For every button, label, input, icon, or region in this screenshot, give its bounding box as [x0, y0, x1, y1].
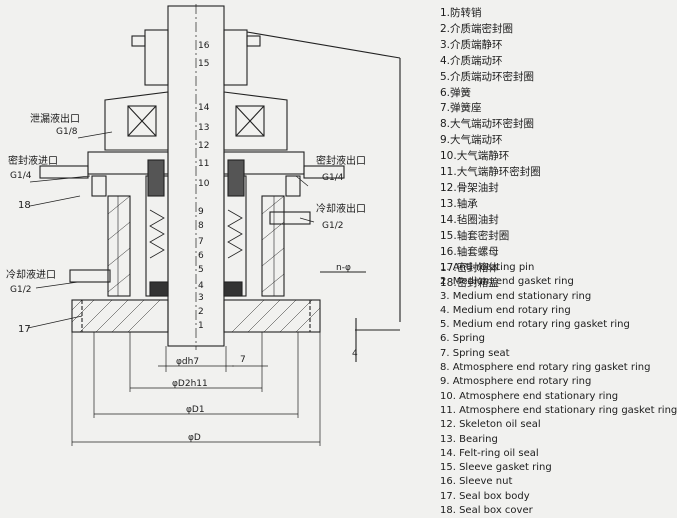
shaft-part-number: 14 [198, 103, 210, 113]
legend-en-item: 14. Felt-ring oil seal [440, 447, 539, 459]
seal-outlet-port [303, 165, 345, 179]
legend-en-item: 7. Spring seat [440, 347, 510, 359]
seal-box-cover [87, 151, 169, 175]
legend-cn-item: 18.密封箱盖 [440, 277, 499, 290]
dim-4: 4 [352, 349, 358, 359]
cool-outlet-label: 冷却液出口 [316, 202, 366, 215]
legend-en-item: 10. Atmosphere end stationary ring [440, 390, 619, 402]
dim-n-phi: n-φ [336, 263, 351, 273]
leak-outlet-label: 泄漏液出口 [30, 112, 80, 125]
cool-inlet-size: G1/2 [10, 285, 31, 295]
ref-17: 17 [18, 324, 31, 335]
legend-cn-item: 7.弹簧座 [440, 102, 482, 115]
shaft-part-number: 1 [198, 321, 204, 331]
leak-outlet-size: G1/8 [56, 127, 78, 137]
legend-cn-item: 8.大气端动环密封圈 [440, 118, 535, 131]
bottom-flange [71, 299, 169, 333]
legend-cn-item: 16.轴套螺母 [440, 245, 499, 258]
legend-cn-item: 11.大气端静环密封圈 [440, 166, 541, 179]
seal-inlet-port [39, 165, 89, 179]
shaft-part-number: 5 [198, 265, 204, 275]
legend-cn-item: 10.大气端静环 [440, 150, 510, 163]
legend-en-item: 8. Atmosphere end rotary ring gasket rin… [440, 362, 651, 374]
shaft-part-number: 11 [198, 159, 209, 169]
bearing-housing [104, 91, 169, 151]
shaft-part-number: 13 [198, 123, 209, 133]
legend-en-item: 16. Sleeve nut [440, 476, 513, 488]
shaft-part-number: 3 [198, 293, 204, 303]
cooling-inlet-port [69, 269, 111, 283]
legend-en-item: 9. Atmosphere end rotary ring [440, 376, 592, 388]
legend-english: 1. Anti-rotating pin 2. Medium end gasket… [440, 261, 677, 518]
legend-en-item: 6. Spring [440, 333, 485, 345]
seal-outlet-label: 密封液出口 [316, 154, 366, 167]
shaft-part-number: 2 [198, 307, 204, 317]
legend-en-item: 2. Medium end gasket ring [440, 276, 574, 288]
shaft-part-number: 12 [198, 141, 209, 151]
legend-en-item: 4. Medium end rotary ring [440, 304, 571, 316]
dim-d: φdh7 [176, 357, 199, 367]
legend-cn-item: 6.弹簧 [440, 86, 472, 99]
ref-18: 18 [18, 200, 31, 211]
dim-7: 7 [240, 355, 246, 365]
shaft-part-number: 10 [198, 179, 210, 189]
legend-en-item: 11. Atmosphere end stationary ring gaske… [440, 404, 677, 416]
shaft-part-number: 15 [198, 59, 209, 69]
legend-chinese: 1.防转销 2.介质端密封圈 3.介质端静环 4.介质端动环 5.介质端动环密封圈 6.弹… [440, 6, 645, 292]
legend-cn-item: 4.介质端动环 [440, 54, 503, 67]
legend-cn-item: 12.骨架油封 [440, 181, 499, 194]
legend-cn-item: 14.毡圈油封 [440, 213, 499, 226]
seal-box-body [107, 195, 131, 297]
mechanical-seal-drawing: 泄漏液出口 G1/8 密封液进口 G1/4 18 密封液出口 G1/4 冷却液出… [6, 4, 401, 446]
legend-cn-item: 5.介质端动环密封圈 [440, 70, 535, 83]
legend-en-item: 5. Medium end rotary ring gasket ring [440, 319, 630, 331]
legend-cn-item: 3.介质端静环 [440, 38, 503, 51]
legend-cn-item: 13.轴承 [440, 197, 478, 210]
legend-cn-item: 17.密封箱体 [440, 261, 499, 274]
legend-en-item: 15. Sleeve gasket ring [440, 462, 552, 474]
legend-cn-item: 9.大气端动环 [440, 134, 503, 147]
shaft-part-number: 8 [198, 221, 204, 231]
dim-d1: φD1 [186, 405, 205, 415]
legend-cn-item: 2.介质端密封圈 [440, 22, 514, 35]
shaft-part-number: 7 [198, 237, 204, 247]
sleeve-nut [144, 29, 169, 86]
legend-en-item: 12. Skeleton oil seal [440, 419, 541, 431]
legend-en-item: 17. Seal box body [440, 490, 530, 502]
dim-D: φD [188, 433, 201, 443]
seal-outlet-size: G1/4 [322, 173, 344, 183]
shaft-part-number: 6 [198, 251, 204, 261]
legend-en-item: 1. Anti-rotating pin [440, 262, 535, 273]
cool-outlet-size: G1/2 [322, 221, 343, 231]
cool-inlet-label: 冷却液进口 [6, 268, 56, 281]
shaft-part-number: 9 [198, 207, 204, 217]
legend-cn-item: 1.防转销 [440, 7, 482, 19]
legend-cn-item: 15.轴套密封圈 [440, 229, 510, 242]
seal-inlet-label: 密封液进口 [8, 154, 58, 167]
legend-en-item: 18. Seal box cover [440, 505, 533, 517]
cooling-outlet-port [269, 211, 311, 225]
legend-en-item: 3. Medium end stationary ring [440, 290, 592, 302]
seal-inlet-size: G1/4 [10, 171, 32, 181]
shaft-part-number: 16 [198, 41, 210, 51]
dim-d2: φD2h11 [172, 379, 208, 389]
legend-en-item: 13. Bearing [440, 433, 498, 445]
shaft-part-number: 4 [198, 281, 204, 291]
